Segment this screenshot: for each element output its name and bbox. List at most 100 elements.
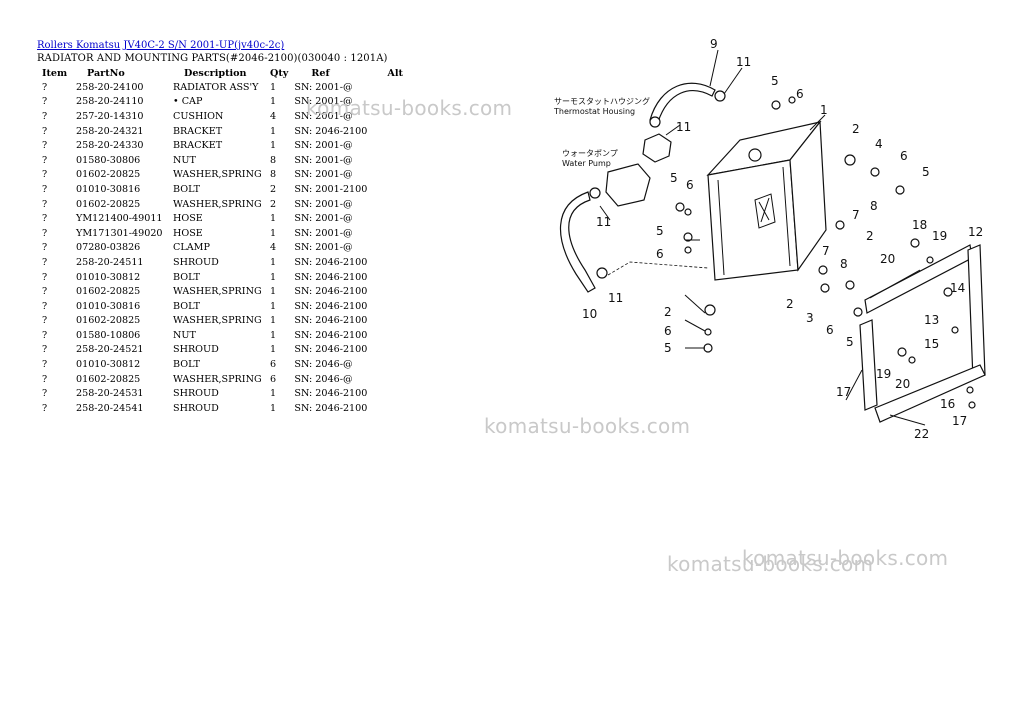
cell-partno: 258-20-24531	[76, 388, 144, 400]
upper-hose-icon	[649, 82, 716, 123]
watermark: komatsu-books.com	[667, 552, 874, 576]
callout-8: 8	[840, 257, 848, 271]
cell-alt	[384, 138, 406, 153]
cell-partno: 258-20-24541	[76, 402, 144, 414]
cell-partno: 258-20-24521	[76, 344, 144, 356]
header-alt: Alt	[387, 67, 403, 79]
callout-12: 12	[968, 225, 983, 239]
cell-item: ?	[42, 402, 48, 414]
callout-14: 14	[950, 281, 965, 295]
callout-6: 6	[664, 324, 672, 338]
cell-ref: SN: 2046-2100	[294, 286, 368, 298]
callout-11: 11	[596, 215, 611, 229]
breadcrumb-link-rollers[interactable]: Rollers Komatsu	[37, 40, 121, 51]
cell-alt	[384, 226, 406, 241]
cell-ref: SN: 2046-@	[294, 373, 353, 385]
cell-alt	[384, 241, 406, 256]
callout-4: 4	[875, 137, 883, 151]
cell-alt	[384, 80, 406, 95]
cell-description: BRACKET	[173, 125, 223, 137]
cell-item: ?	[42, 154, 48, 166]
cell-qty: 6	[270, 359, 277, 371]
cell-ref: SN: 2046-2100	[294, 315, 368, 327]
callout-19: 18	[912, 218, 927, 232]
callout-1: 1	[820, 103, 828, 117]
clamp-icon	[596, 267, 608, 279]
cell-item: ?	[42, 183, 48, 195]
cell-item: ?	[42, 286, 48, 298]
watermark: komatsu-books.com	[306, 96, 513, 120]
cell-alt	[384, 328, 406, 343]
callout-6: 6	[796, 87, 804, 101]
callout-5: 5	[771, 74, 779, 88]
cell-description: • CAP	[173, 96, 203, 108]
page-title: RADIATOR AND MOUNTING PARTS(#2046-2100)(…	[37, 53, 388, 64]
cell-alt	[384, 270, 406, 285]
callout-2: 2	[852, 122, 860, 136]
water-pump-icon	[605, 163, 651, 207]
cell-item: ?	[42, 242, 48, 254]
cell-ref: SN: 2046-2100	[294, 329, 368, 341]
shroud-icon	[859, 319, 878, 411]
header-qty: Qty	[270, 67, 289, 79]
cell-description: BOLT	[173, 271, 201, 283]
cell-alt	[384, 255, 406, 270]
parts-table: Item PartNo Description Qty Ref Alt ?258…	[34, 66, 406, 416]
watermark: komatsu-books.com	[484, 414, 691, 438]
cell-alt	[384, 284, 406, 299]
lower-hose-icon	[559, 191, 596, 293]
cell-alt	[384, 314, 406, 329]
cell-item: ?	[42, 300, 48, 312]
callout-5: 5	[664, 341, 672, 355]
shroud-icon	[874, 364, 986, 423]
cell-description: WASHER,SPRING	[173, 286, 262, 298]
cell-item: ?	[42, 198, 48, 210]
cell-item: ?	[42, 140, 48, 152]
callout-21: 20	[880, 252, 895, 266]
cell-partno: YM171301-49020	[76, 227, 163, 239]
cell-partno: 258-20-24110	[76, 96, 144, 108]
cell-alt	[384, 211, 406, 226]
header-description: Description	[184, 67, 247, 79]
callout-20: 20	[895, 377, 910, 391]
cell-item: ?	[42, 110, 48, 122]
callout-5: 5	[846, 335, 854, 349]
callout-10: 10	[582, 307, 597, 321]
cell-item: ?	[42, 388, 48, 400]
cell-ref: SN: 2046-2100	[294, 402, 368, 414]
callout-20: 19	[932, 229, 947, 243]
mounting-hardware-icon	[675, 96, 976, 409]
radiator-icon	[706, 120, 827, 281]
cell-item: ?	[42, 329, 48, 341]
cell-item: ?	[42, 227, 48, 239]
callout-labels: 9 11 5 6 1 11 2 4 6 5 5 6 8 7 11 5 2 18 …	[582, 37, 983, 441]
cell-ref: SN: 2046-2100	[294, 256, 368, 268]
callout-15: 15	[924, 337, 939, 351]
cell-ref: SN: 2046-2100	[294, 271, 368, 283]
cell-qty: 1	[270, 344, 277, 356]
cell-description: BOLT	[173, 359, 201, 371]
watermark: komatsu-books.com	[742, 546, 949, 570]
cell-description: RADIATOR ASS'Y	[173, 81, 259, 93]
breadcrumb-link-model[interactable]: JV40C-2 S/N 2001-UP(jv40c-2c)	[123, 40, 285, 51]
cell-qty: 1	[270, 402, 277, 414]
cell-partno: 01010-30812	[76, 359, 141, 371]
thermostat-housing-icon	[642, 133, 672, 163]
callout-7: 7	[822, 244, 830, 258]
thermostat-label-jp: サーモスタットハウジング	[554, 96, 650, 106]
clamp-icon	[649, 116, 661, 128]
cell-description: WASHER,SPRING	[173, 198, 262, 210]
header-partno: PartNo	[87, 67, 125, 79]
breadcrumb: Rollers Komatsu JV40C-2 S/N 2001-UP(jv40…	[37, 40, 284, 51]
